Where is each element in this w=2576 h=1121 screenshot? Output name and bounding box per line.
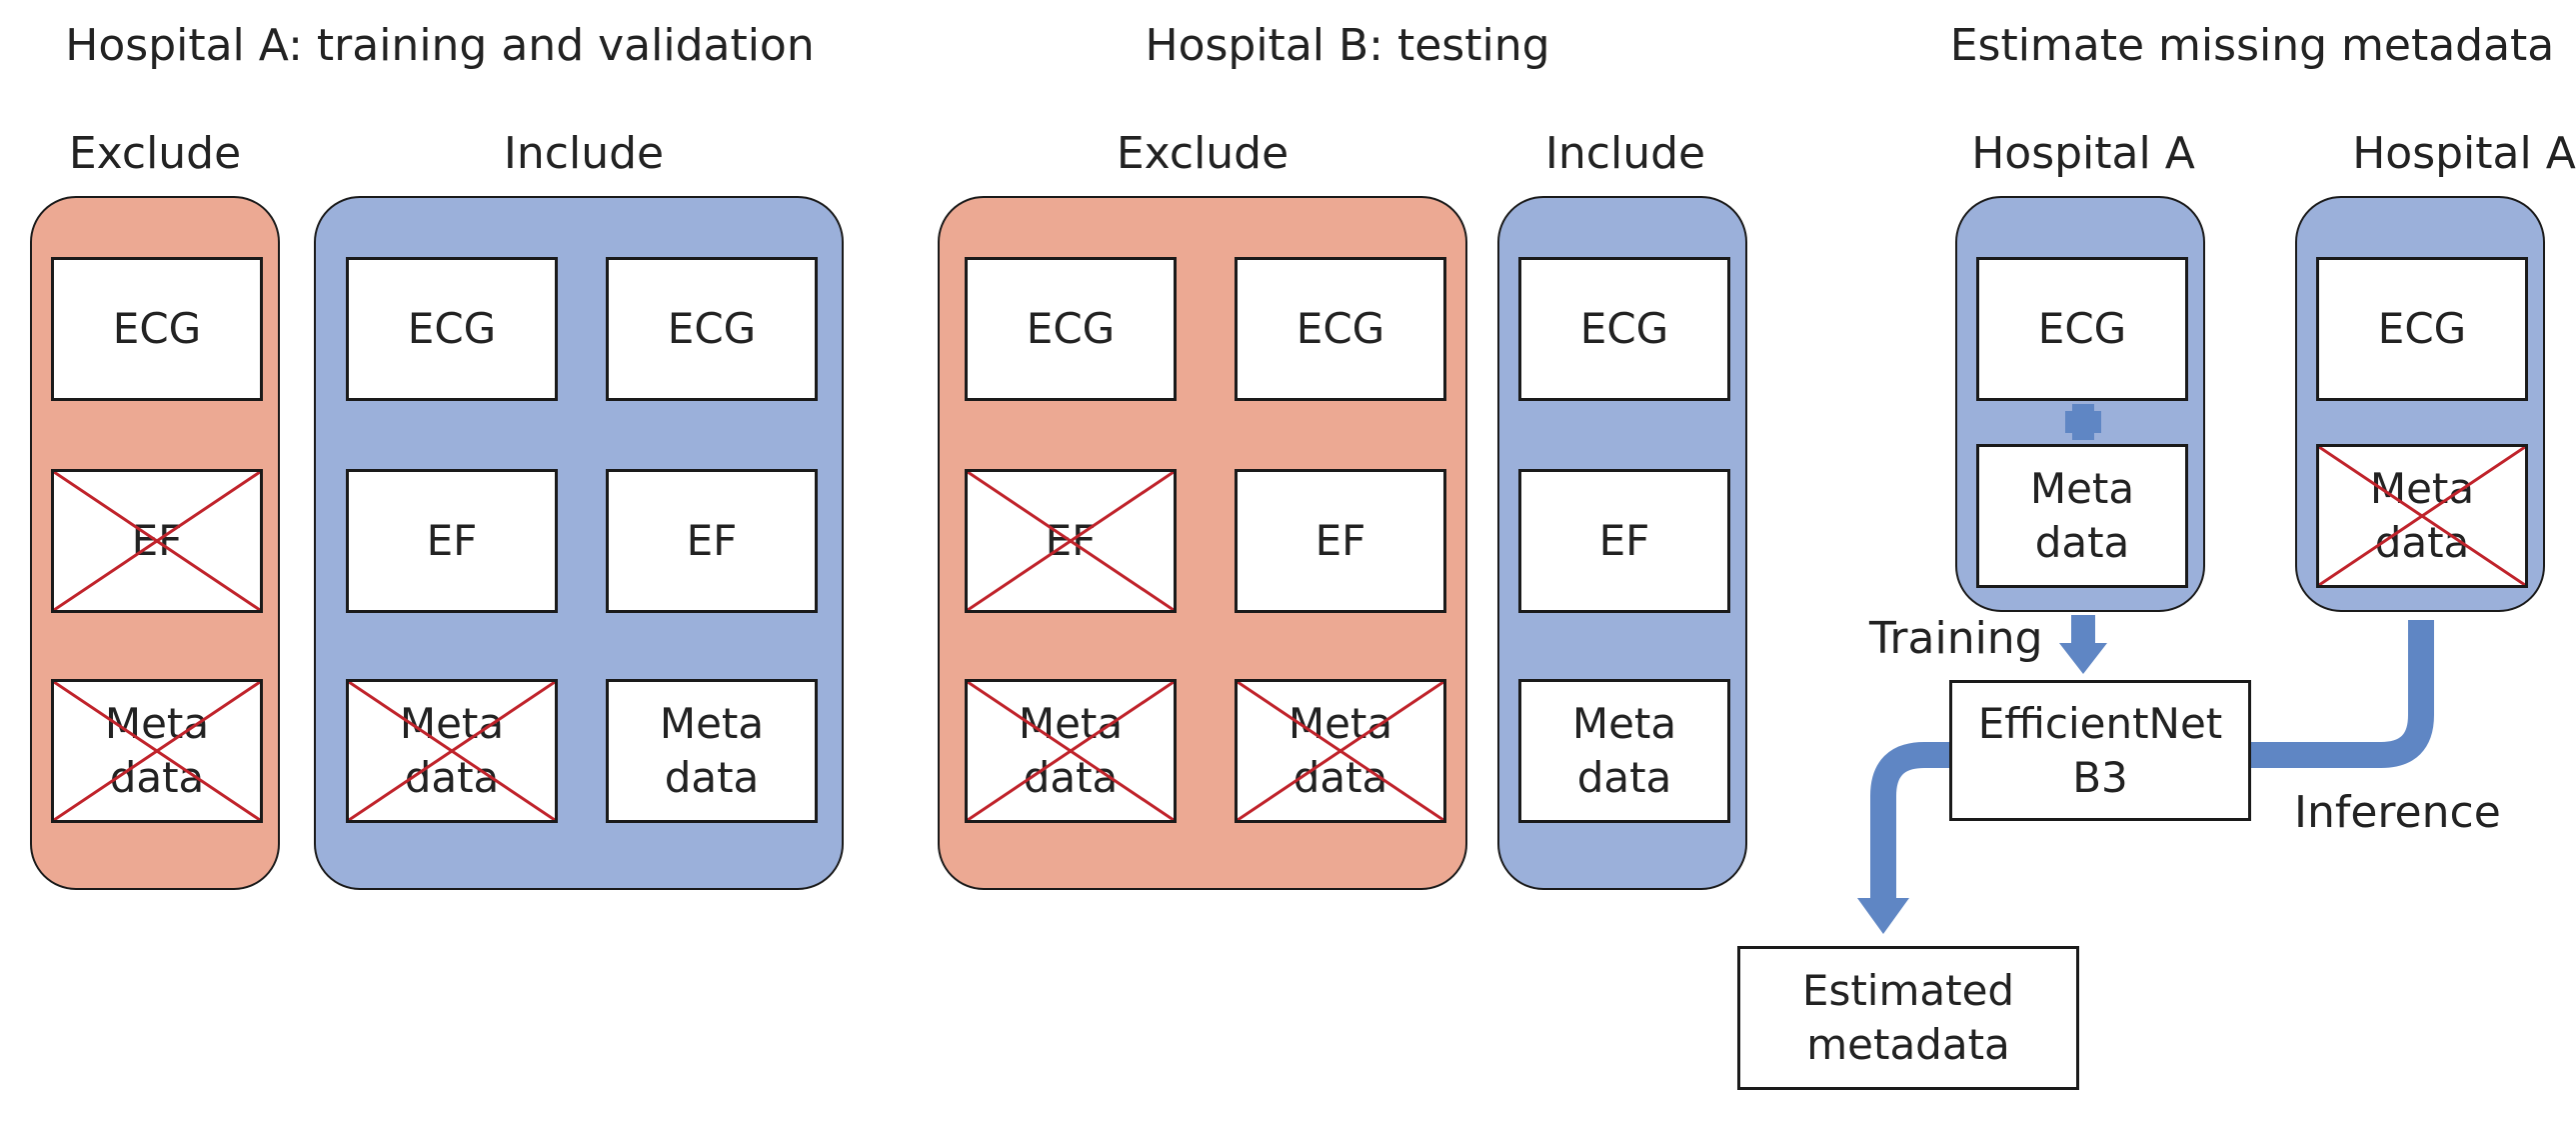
ecg-box: ECG [1518,257,1730,401]
panel-a-exclude: ECG EF Meta data [30,196,280,890]
group-label-a-exclude: Exclude [68,128,242,179]
cross-out-icon [2319,447,2525,585]
section-title-estimate: Estimate missing metadata [1949,20,2555,71]
ecg-box: ECG [346,257,558,401]
training-label: Training [1869,613,2043,664]
metadata-box: Meta data [1976,444,2188,588]
training-arrow [2059,615,2107,674]
ef-box: EF [606,469,818,613]
ecg-box: ECG [1235,257,1446,401]
panel-b-exclude: ECG ECG EF EF Meta data Meta data [938,196,1467,890]
efficientnet-b3-model: EfficientNet B3 [1949,680,2251,821]
ef-box: EF [346,469,558,613]
inference-connector [2249,620,2434,768]
ecg-box: ECG [965,257,1177,401]
ecg-box: ECG [606,257,818,401]
output-arrow [1857,742,1949,934]
ecg-box: ECG [2316,257,2528,401]
ef-box-crossed: EF [51,469,263,613]
panel-est-inference-input: ECG Meta data [2295,196,2545,612]
group-label-est-left: Hospital A [1971,128,2195,179]
ef-box-crossed: EF [965,469,1177,613]
metadata-box-crossed: Meta data [346,679,558,823]
cross-out-icon [54,682,260,820]
section-title-hospital-b: Hospital B: testing [1145,20,1550,71]
panel-b-include: ECG EF Meta data [1497,196,1747,890]
group-label-est-right: Hospital A [2352,128,2576,179]
group-label-b-exclude: Exclude [1116,128,1289,179]
metadata-box-crossed: Meta data [1235,679,1446,823]
metadata-box-crossed: Meta data [51,679,263,823]
group-label-b-include: Include [1544,128,1706,179]
group-label-a-include: Include [503,128,665,179]
cross-out-icon [968,682,1174,820]
cross-out-icon [968,472,1174,610]
metadata-box-crossed: Meta data [965,679,1177,823]
panel-est-training-input: ECG Meta data [1955,196,2205,612]
cross-out-icon [1238,682,1443,820]
metadata-box: Meta data [606,679,818,823]
metadata-box-crossed: Meta data [2316,444,2528,588]
plus-icon [2065,404,2101,440]
cross-out-icon [349,682,555,820]
metadata-box: Meta data [1518,679,1730,823]
inference-label: Inference [2294,787,2501,838]
panel-a-include: ECG ECG EF EF Meta data Meta data [314,196,844,890]
section-title-hospital-a: Hospital A: training and validation [65,20,815,71]
ecg-box: ECG [1976,257,2188,401]
ecg-box: ECG [51,257,263,401]
ef-box: EF [1235,469,1446,613]
estimated-metadata-box: Estimated metadata [1737,946,2079,1090]
cross-out-icon [54,472,260,610]
ef-box: EF [1518,469,1730,613]
